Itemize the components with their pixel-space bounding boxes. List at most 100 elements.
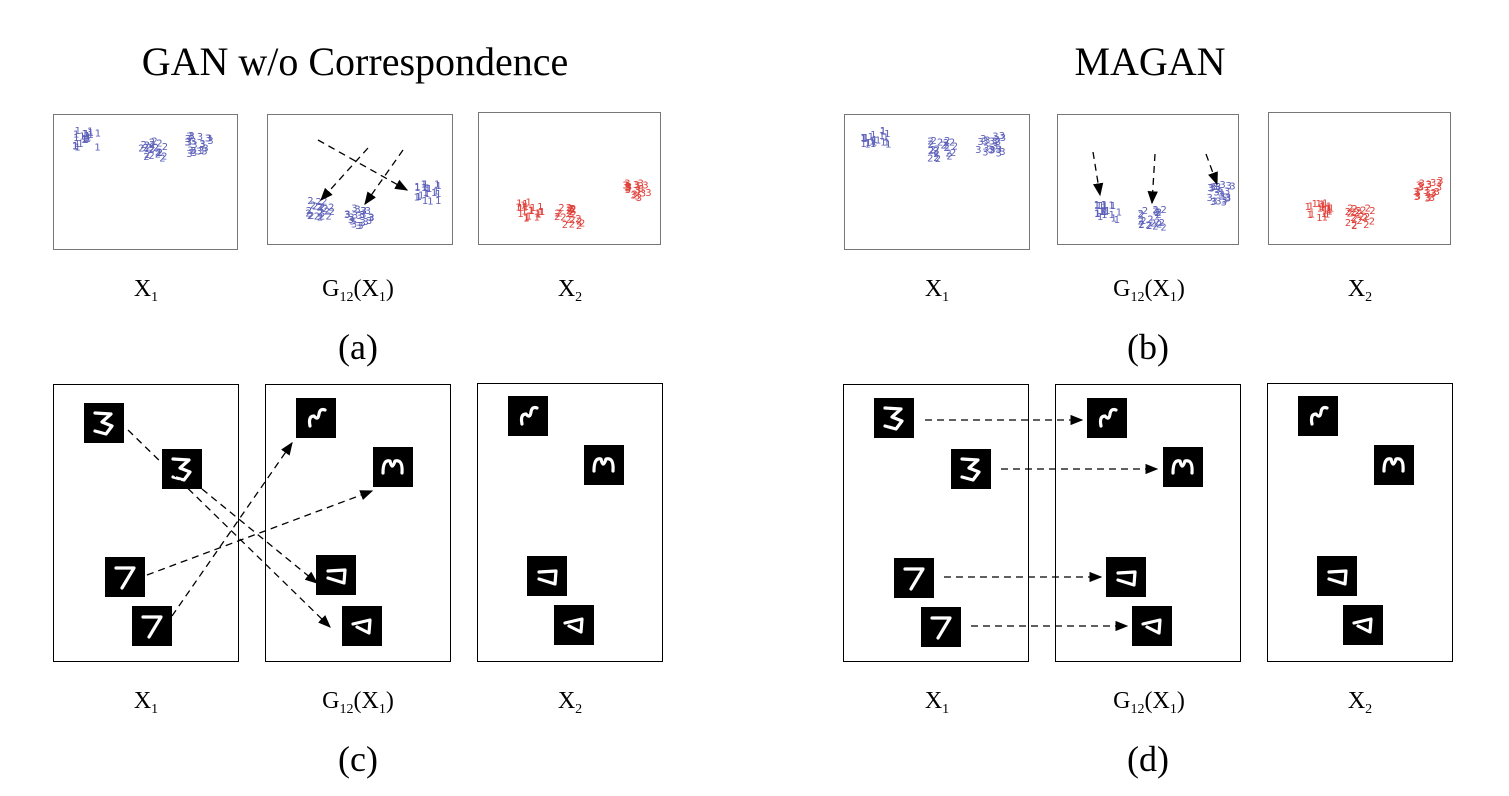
cluster-point: 2 [927,154,933,165]
label-c-x2: X2 [557,688,583,717]
cluster-point: 2 [568,204,574,215]
cluster-point: 1 [863,133,869,144]
cluster-point: 2 [1351,204,1357,215]
cluster-point: 2 [576,217,582,228]
cluster-point: 1 [426,184,432,195]
cluster-point: 1 [1095,209,1101,220]
digit-stroke [1098,407,1118,428]
cluster-point: 3 [360,206,366,217]
cluster-point: 3 [1221,197,1227,208]
cluster-point: 3 [987,145,993,156]
cluster-point: 2 [1347,209,1353,220]
digit-d-x1-3a [874,398,914,438]
cluster-point: 2 [558,203,564,214]
arrow-c-2 [201,488,319,584]
digit-stroke [1382,457,1405,473]
cluster-point: 3 [626,182,632,193]
cluster-point: 3 [625,183,631,194]
cluster-point: 1 [885,139,891,150]
cluster-point: 3 [368,213,374,224]
cluster-point: 2 [934,145,940,156]
cluster-point: 1 [72,141,78,152]
cluster-point: 3 [199,139,205,150]
cluster-point: 3 [1415,192,1421,203]
cluster-point: 2 [306,206,312,217]
cluster-point: 2 [307,211,313,222]
digit-d-x2-m [1374,445,1414,485]
cluster-point: 1 [880,127,886,138]
cluster-point: 2 [307,196,313,207]
cluster-point: 3 [992,131,998,142]
cluster-point: 3 [1426,180,1432,191]
cluster-point: 2 [555,209,561,220]
digit-background [527,556,567,596]
cluster-point: 2 [1159,218,1165,229]
cluster-point: 2 [943,141,949,152]
cluster-point: 3 [992,142,998,153]
cluster-point: 3 [1424,194,1430,205]
cluster-point: 2 [1139,220,1145,231]
cluster-point: 1 [414,183,420,194]
cluster-point: 3 [348,215,354,226]
cluster-point: 1 [861,134,867,145]
cluster-point: 3 [982,137,988,148]
cluster-point: 3 [188,131,194,142]
cluster-point: 2 [1356,206,1362,217]
cluster-point: 1 [521,207,527,218]
cluster-point: 1 [94,143,100,154]
cluster-point: 2 [1138,220,1144,231]
cluster-point: 3 [1214,185,1220,196]
cluster-point: 3 [999,131,1005,142]
label-d-g12: G12(X1) [1113,688,1185,717]
cluster-point: 1 [1319,202,1325,213]
cluster-point: 2 [1345,218,1351,229]
cluster-point: 2 [148,145,154,156]
caption-d: (d) [1127,739,1169,779]
cluster-point: 1 [1099,207,1105,218]
digit-stroke [307,407,327,428]
cluster-point: 1 [1101,200,1107,211]
cluster-point: 2 [1360,206,1366,217]
cluster-point: 1 [860,133,866,144]
cluster-point: 3 [1215,182,1221,193]
digit-background [1343,605,1383,645]
cluster-point: 2 [941,140,947,151]
cluster-point: 3 [1221,196,1227,207]
cluster-point: 1 [860,139,866,150]
cluster-point: 2 [1362,213,1368,224]
cluster-point: 2 [570,204,576,215]
digit-stroke [883,406,904,431]
arrow-b-1 [1092,151,1104,197]
digit-d-g-l [1106,557,1146,597]
cluster-point: 3 [205,134,211,145]
digit-stroke [519,405,539,426]
cluster-point: 1 [864,139,870,150]
digit-c-x2-s [508,396,548,436]
cluster-point: 1 [1320,201,1326,212]
cluster-point: 1 [1103,207,1109,218]
cluster-point: 3 [634,192,640,203]
cluster-point: 1 [81,135,87,146]
cluster-point: 1 [869,136,875,147]
cluster-point: 2 [155,149,161,160]
digit-stroke [930,616,952,640]
cluster-point: 2 [310,201,316,212]
cluster-point: 2 [1356,208,1362,219]
cluster-point: 1 [95,128,101,139]
cluster-point: 3 [1436,178,1442,189]
cluster-point: 1 [418,190,424,201]
cluster-point: 1 [1101,210,1107,221]
cluster-point: 3 [1219,192,1225,203]
cluster-point: 3 [1434,187,1440,198]
cluster-point: 1 [1305,202,1311,213]
cluster-point: 2 [162,142,168,153]
digit-stroke [171,457,192,482]
cluster-point: 3 [645,188,651,199]
label-a-x1: X1 [133,276,159,305]
cluster-point: 2 [1350,213,1356,224]
arrow-b-2 [1147,153,1158,205]
